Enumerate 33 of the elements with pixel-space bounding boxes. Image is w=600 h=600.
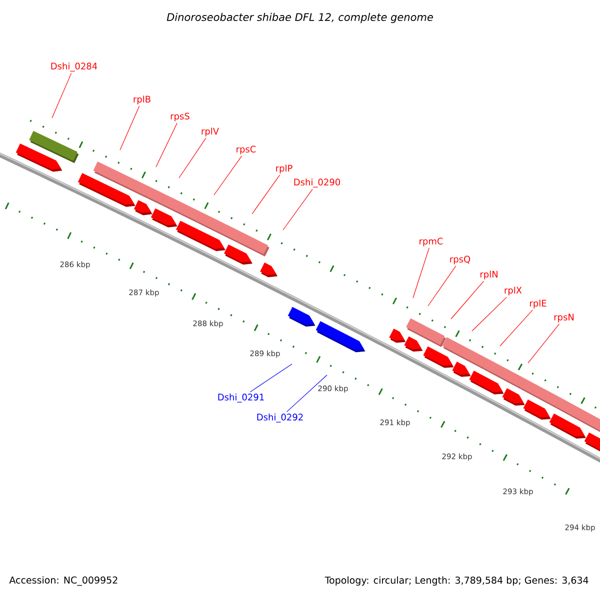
footer-text: Accession: NC_009952 — [9, 576, 118, 586]
gene-label: Dshi_0284 — [51, 62, 98, 72]
gene-label: rplX — [504, 286, 522, 296]
gene-label: rplP — [276, 164, 292, 174]
gene-label: Dshi_0291 — [218, 394, 264, 402]
gene-label: rplN — [480, 270, 498, 280]
leader-line — [156, 122, 178, 168]
leader-line — [52, 72, 72, 118]
gene-label: Dshi_0292 — [257, 414, 303, 422]
gene-label: rplV — [202, 128, 219, 136]
gene-label: rpmC — [420, 238, 443, 246]
gene-label: rpsN — [554, 314, 574, 322]
gene-label: rpsQ — [450, 256, 470, 264]
leader-line — [252, 174, 280, 214]
leader-line — [250, 364, 292, 392]
diagram-title: Dinoroseobacter shibae DFL 12, complete genome — [166, 12, 433, 24]
leader-line — [178, 138, 206, 178]
gene-label: rpsC — [236, 146, 256, 154]
leader-line — [450, 280, 484, 320]
gene-label: rpsS — [170, 112, 190, 122]
leader-line — [500, 310, 533, 346]
leader-line — [428, 266, 456, 306]
leader-line — [286, 374, 328, 412]
footer-text: Topology: circular; Length: 3,789,584 bp; Genes: 3,634 — [324, 576, 588, 586]
leader-line — [528, 324, 560, 364]
leader-line — [120, 106, 140, 150]
gene-label: rplB — [134, 96, 150, 104]
leader-line — [282, 188, 313, 230]
gene-label: Dshi_0290 — [294, 178, 340, 188]
leader-line — [472, 296, 508, 332]
gene-label: rplE — [530, 300, 546, 308]
leader-line — [412, 248, 430, 298]
leader-line — [214, 156, 242, 196]
